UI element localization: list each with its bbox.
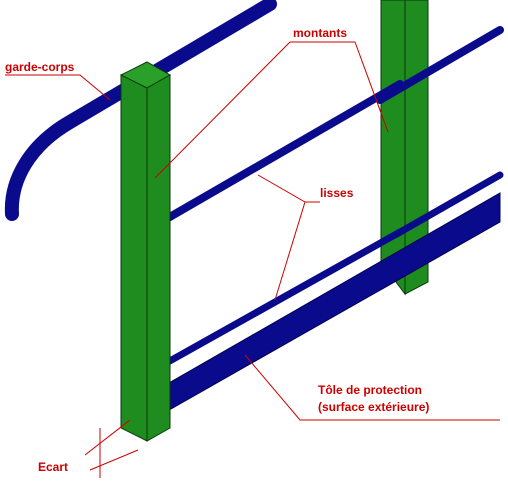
- front-post-left-face: [120, 74, 148, 442]
- leader-lisses-low: [274, 201, 306, 301]
- middle-rail: [164, 80, 404, 222]
- leader-garde-corps: [5, 74, 111, 101]
- label-ecart: Ecart: [38, 460, 68, 474]
- leader-montants-rear: [290, 41, 389, 133]
- label-montants: montants: [293, 26, 347, 40]
- lower-rail-right: [391, 171, 504, 239]
- top-handrail: [4, 0, 277, 221]
- label-lisses: lisses: [320, 186, 354, 200]
- leader-lisses-mid: [257, 174, 320, 203]
- front-post-right-face: [146, 74, 171, 442]
- leader-tole: [244, 354, 500, 421]
- lower-rail: [164, 228, 404, 366]
- leader-lines: [5, 41, 500, 478]
- front-post: [119, 61, 172, 442]
- leader-ecart-b: [89, 449, 139, 471]
- leader-montants-front: [154, 41, 291, 179]
- label-tole-line1: Tôle de protection: [318, 383, 422, 397]
- label-garde-corps: garde-corps: [5, 60, 75, 74]
- leader-ecart-a: [84, 419, 131, 456]
- label-tole-line2: (surface extérieure): [318, 400, 429, 414]
